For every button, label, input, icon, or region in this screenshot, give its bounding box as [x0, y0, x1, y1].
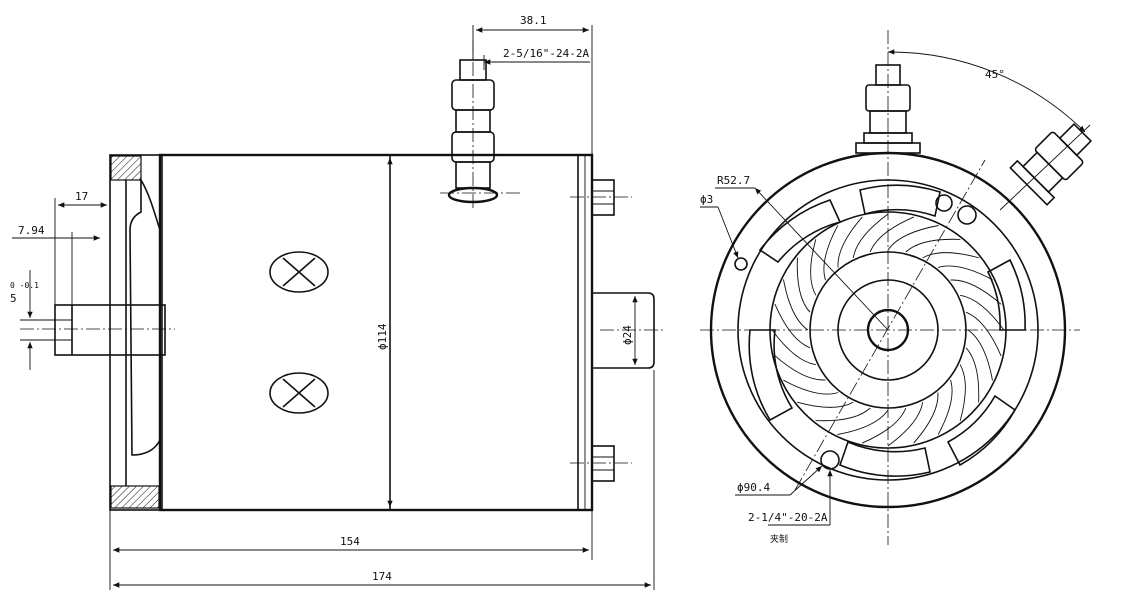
armature-blade — [823, 225, 839, 281]
armature-blade — [861, 407, 907, 444]
key-width-label: 5 — [10, 292, 17, 305]
armature-blade — [783, 379, 839, 395]
rear-bolt-lower — [570, 445, 632, 482]
armature-blade — [887, 225, 939, 251]
dim-bolt-circle: ϕ90.4 — [735, 465, 823, 496]
armature-blade — [937, 265, 993, 281]
dim-key-depth: 7.94 — [12, 224, 100, 305]
dim-174-label: 174 — [372, 570, 392, 583]
dim-terminal-angle: 45° — [887, 49, 1091, 211]
armature-blade — [922, 252, 979, 259]
armature-blade — [797, 401, 854, 408]
output-shaft — [20, 304, 175, 356]
rivet-marker-lower — [269, 372, 329, 414]
key-width-tolerance: 0 -0.1 — [10, 281, 39, 290]
magnet-segments — [748, 184, 1026, 477]
dim-flange-radius: R52.7 — [715, 174, 889, 331]
dim-7-94-label: 7.94 — [18, 224, 45, 237]
armature-blade — [796, 257, 811, 313]
armature-blade — [965, 347, 980, 403]
armature-blade — [815, 407, 871, 422]
armature-blade — [950, 279, 1002, 305]
dim-body-length: 154 — [109, 510, 593, 590]
side-view: 38.1 2-5/16"-24-2A 17 7.94 5 — [10, 14, 665, 590]
armature-blade — [967, 329, 993, 381]
armature-blade — [783, 279, 809, 331]
end-cap — [109, 154, 163, 511]
shaft-hole — [866, 308, 910, 352]
phi-3-label: ϕ3 — [700, 193, 713, 206]
mount-hole-lower — [820, 450, 840, 470]
armature-blade — [959, 364, 966, 421]
dim-overall-length: 174 — [113, 370, 655, 590]
end-view: 45° R52.7 ϕ3 ϕ90.4 2-1/4"-20-2A 夹制 — [700, 30, 1093, 545]
phi-114-label: ϕ114 — [376, 323, 389, 350]
mount-hole-upper — [935, 194, 953, 212]
armature-blade — [810, 239, 817, 296]
mount-thread-label: 2-1/4"-20-2A — [748, 511, 828, 524]
rear-bolt-upper — [570, 179, 632, 216]
dim-shaft-length: 17 — [54, 190, 111, 305]
rivet-marker-upper — [269, 251, 329, 293]
armature-blade — [774, 355, 826, 381]
armature-blade — [852, 213, 889, 258]
dim-key-width: 5 0 -0.1 — [10, 270, 55, 370]
dim-38-1-label: 38.1 — [520, 14, 547, 27]
angle-45-label: 45° — [985, 68, 1005, 81]
armature-blades — [771, 213, 1005, 447]
dim-154-label: 154 — [340, 535, 360, 548]
armature-blade — [913, 392, 939, 444]
phi-24-label: ϕ24 — [621, 325, 634, 345]
dim-terminal-thread: 2-5/16"-24-2A — [483, 47, 590, 70]
bearing-ring — [837, 279, 939, 381]
armature-blade — [771, 329, 816, 366]
armature-blade — [869, 216, 915, 253]
dim-body-diameter: ϕ114 — [376, 158, 393, 507]
dim-hole-diameter: ϕ3 — [700, 193, 739, 259]
r-52-7-label: R52.7 — [717, 174, 750, 187]
dim-mount-thread: 2-1/4"-20-2A 夹制 — [748, 470, 833, 545]
commutator-ring — [809, 251, 967, 409]
armature-blade — [837, 216, 863, 268]
armature-blade — [905, 238, 961, 253]
armature-blade — [960, 294, 1005, 331]
dim-terminal-offset: 38.1 — [472, 14, 593, 155]
flange-ring-outer — [737, 179, 1039, 481]
armature-blade — [774, 303, 811, 349]
terminal-stud — [440, 40, 520, 210]
armature-blade — [837, 409, 889, 435]
armature-blade — [937, 379, 953, 435]
thread-label: 2-5/16"-24-2A — [503, 47, 589, 60]
mount-note-label: 夹制 — [770, 533, 788, 545]
mount-hole-upper-2 — [957, 205, 977, 225]
armature-blade — [887, 402, 924, 447]
dim-boss-diameter: ϕ24 — [621, 296, 638, 365]
phi-90-4-label: ϕ90.4 — [737, 481, 770, 494]
dim-17-label: 17 — [75, 190, 88, 203]
mount-hole-small — [734, 257, 748, 271]
armature-blade — [965, 311, 1002, 357]
